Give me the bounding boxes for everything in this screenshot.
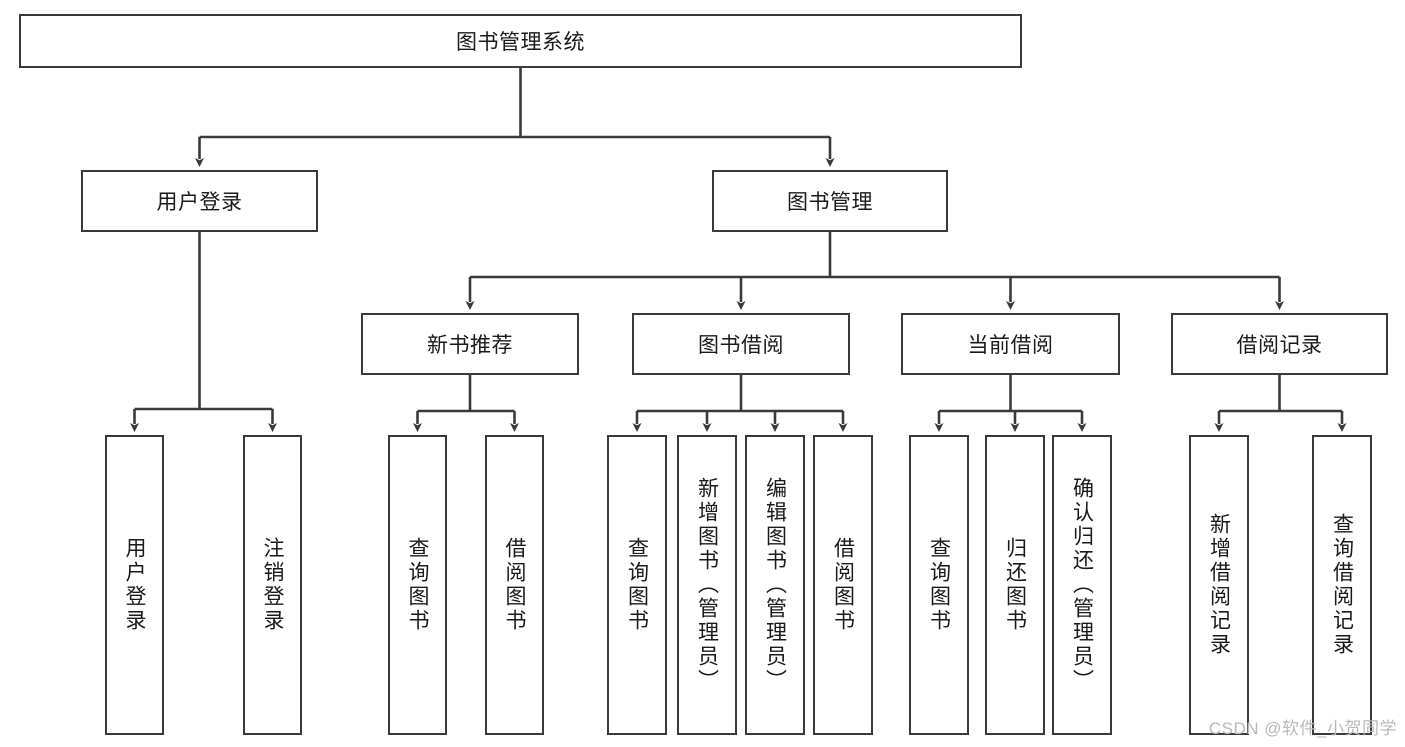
node-l3_5[interactable]: 新增图书（管理员）	[677, 435, 737, 735]
node-l2_3[interactable]: 借阅记录	[1171, 313, 1388, 375]
node-label: 注销登录	[261, 537, 284, 633]
node-l3_11[interactable]: 新增借阅记录	[1189, 435, 1249, 735]
node-l3_12[interactable]: 查询借阅记录	[1312, 435, 1372, 735]
node-label: 查询借阅记录	[1330, 513, 1354, 657]
node-l3_3[interactable]: 借阅图书	[485, 435, 544, 735]
node-label: 归还图书	[1003, 537, 1027, 633]
node-label: 新增图书（管理员）	[695, 477, 719, 693]
node-root[interactable]: 图书管理系统	[19, 14, 1022, 68]
node-l2_1[interactable]: 图书借阅	[632, 313, 850, 375]
node-l3_8[interactable]: 查询图书	[909, 435, 969, 735]
node-label: 借阅记录	[1236, 334, 1323, 357]
node-label: 图书管理系统	[456, 31, 585, 54]
node-l3_9[interactable]: 归还图书	[985, 435, 1045, 735]
node-label: 用户登录	[123, 537, 146, 633]
node-l3_0[interactable]: 用户登录	[105, 435, 164, 735]
node-label: 查询图书	[625, 537, 649, 633]
node-l3_6[interactable]: 编辑图书（管理员）	[745, 435, 805, 735]
watermark-text: CSDN @软件_小贺同学	[1208, 719, 1397, 738]
node-l3_2[interactable]: 查询图书	[388, 435, 447, 735]
node-l1_1[interactable]: 图书管理	[712, 170, 948, 232]
node-label: 图书管理	[787, 191, 873, 214]
node-label: 图书借阅	[698, 334, 784, 357]
node-l2_2[interactable]: 当前借阅	[901, 313, 1120, 375]
node-label: 确认归还（管理员）	[1070, 477, 1094, 693]
node-l3_10[interactable]: 确认归还（管理员）	[1052, 435, 1112, 735]
node-l1_0[interactable]: 用户登录	[81, 170, 318, 232]
node-label: 当前借阅	[967, 334, 1054, 357]
node-label: 查询图书	[927, 537, 951, 633]
node-label: 借阅图书	[831, 537, 855, 633]
node-l2_0[interactable]: 新书推荐	[361, 313, 579, 375]
node-label: 新书推荐	[427, 334, 513, 357]
node-label: 借阅图书	[503, 537, 526, 633]
node-label: 新增借阅记录	[1207, 513, 1231, 657]
node-l3_7[interactable]: 借阅图书	[813, 435, 873, 735]
node-l3_1[interactable]: 注销登录	[243, 435, 302, 735]
node-label: 编辑图书（管理员）	[763, 477, 787, 693]
node-label: 查询图书	[406, 537, 429, 633]
node-l3_4[interactable]: 查询图书	[607, 435, 667, 735]
node-label: 用户登录	[156, 191, 243, 214]
